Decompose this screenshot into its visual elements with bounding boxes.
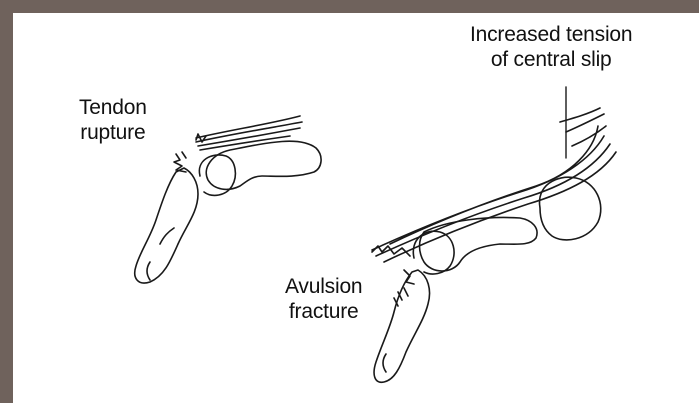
tendon-rupture-label: Tendon rupture [79,95,147,145]
right-finger-avulsion [372,108,616,382]
right-middle-phalanx [420,218,538,271]
left-joint-condyle [199,155,235,195]
left-finger-tendon-rupture [135,116,321,283]
central-slip-label: Increased tension of central slip [470,22,632,72]
right-tendon-bundle [372,126,616,262]
right-proximal-condyle [539,177,600,240]
right-fracture-lines [383,288,408,372]
avulsion-fracture-label: Avulsion fracture [285,274,362,324]
left-tendon-fibres [196,116,302,150]
left-distal-phalanx [135,168,198,283]
right-distal-phalanx [374,270,429,382]
left-middle-phalanx [206,141,321,189]
